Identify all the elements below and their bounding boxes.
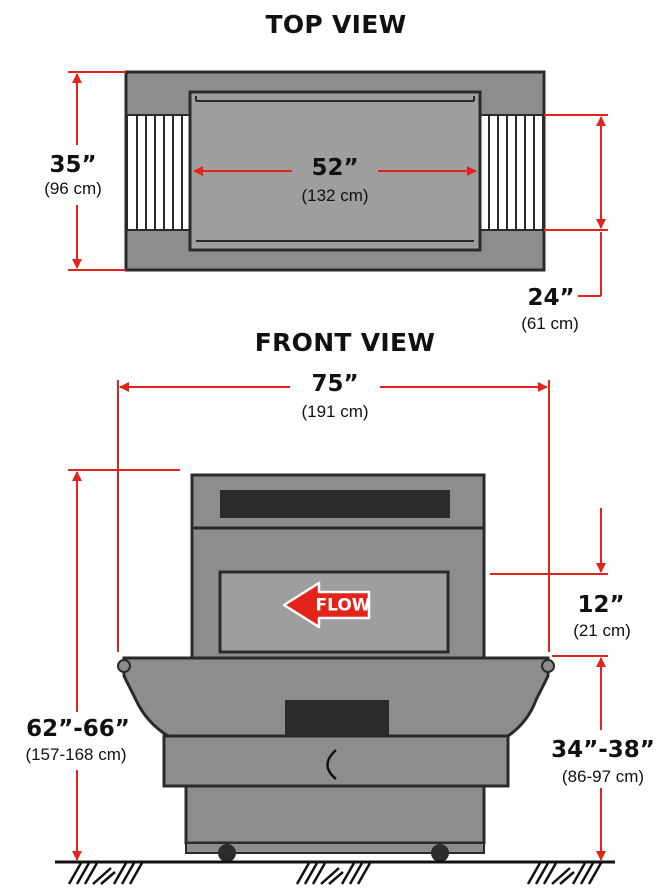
front-view-height-metric: (157-168 cm) <box>25 745 127 764</box>
front-view-title: FRONT VIEW <box>254 328 436 357</box>
flow-arrow <box>282 581 371 629</box>
front-view-dimension-lines <box>68 380 608 861</box>
front-view-height-imperial: 62”-66” <box>26 716 130 742</box>
front-view-base-height-metric: (86-97 cm) <box>561 767 645 786</box>
top-view-left-slats <box>126 114 191 231</box>
ground-hatch-center <box>295 862 372 885</box>
ground-hatch-left <box>67 862 144 885</box>
top-view-depth-metric: (96 cm) <box>44 179 102 198</box>
top-view-width-imperial: 52” <box>311 155 359 181</box>
upper-vent-slot <box>220 490 450 518</box>
front-view-width-metric: (191 cm) <box>301 402 369 421</box>
top-view-dimension-lines <box>68 71 608 297</box>
flow-label: FLOW <box>315 595 371 616</box>
top-view-title: TOP VIEW <box>265 10 407 39</box>
front-view-base-height-imperial: 34”-38” <box>551 737 655 763</box>
front-view-upper-height-metric: (21 cm) <box>573 621 631 640</box>
right-caster <box>431 844 449 862</box>
left-caster <box>218 844 236 862</box>
front-view-width-imperial: 75” <box>311 371 359 397</box>
top-view-width-metric: (132 cm) <box>301 186 369 205</box>
drawer-handle-icon <box>326 749 337 780</box>
ground-hatch-right <box>526 862 603 885</box>
top-view-side-depth-imperial: 24” <box>527 285 575 311</box>
stand <box>184 784 486 845</box>
front-view-upper-height-imperial: 12” <box>577 592 625 618</box>
top-view-depth-imperial: 35” <box>49 152 97 178</box>
front-view-drawing <box>55 473 615 885</box>
base-display-slot <box>285 700 389 736</box>
top-view-side-depth-metric: (61 cm) <box>521 314 579 333</box>
top-view-right-slats <box>479 114 544 231</box>
